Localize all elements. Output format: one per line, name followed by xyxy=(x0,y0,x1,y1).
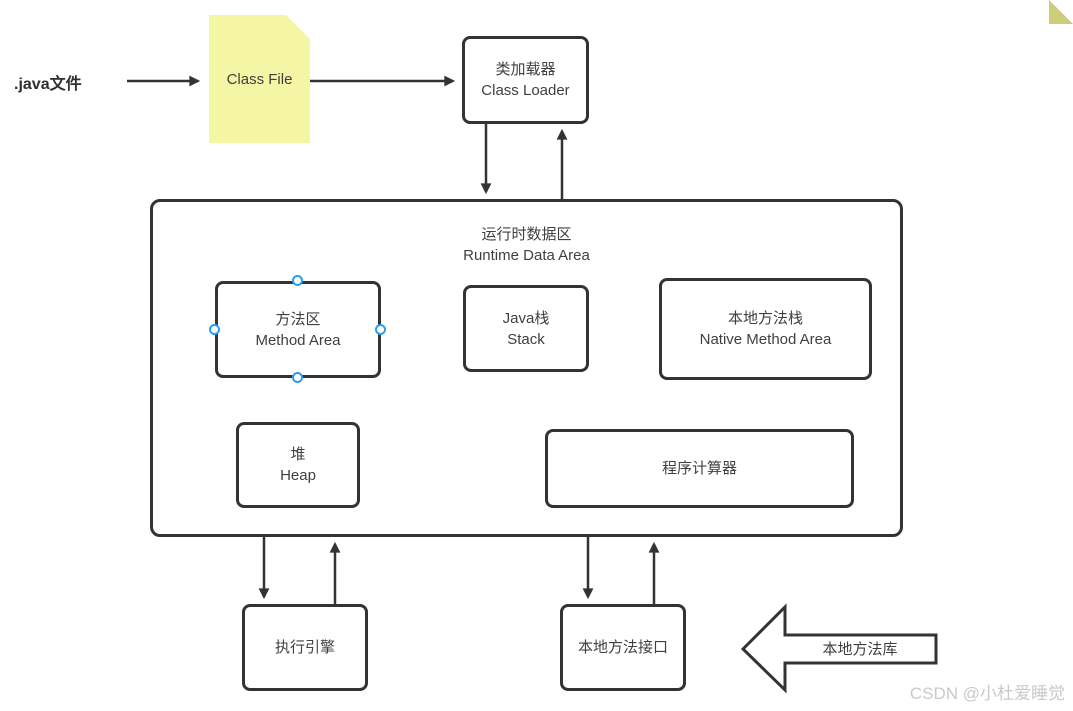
java-stack-label-en: Stack xyxy=(507,330,545,348)
program-counter-label: 程序计算器 xyxy=(661,460,737,477)
native-method-interface-box: 本地方法接口 xyxy=(560,604,686,691)
execution-engine-box: 执行引擎 xyxy=(242,604,368,691)
runtime-data-area-label-zh: 运行时数据区 xyxy=(481,226,572,243)
java-stack-label-zh: Java栈 xyxy=(502,309,550,327)
native-method-library-label: 本地方法库 xyxy=(822,641,898,658)
native-method-stack-label-zh: 本地方法栈 xyxy=(727,310,803,327)
method-area-label-en: Method Area xyxy=(255,331,341,349)
connection-handle-left xyxy=(209,324,220,335)
class-loader-label-zh: 类加载器 xyxy=(495,61,556,78)
connection-handle-top xyxy=(292,275,303,286)
class-loader-label-en: Class Loader xyxy=(481,82,570,99)
heap-label-en: Heap xyxy=(280,467,316,484)
native-method-stack-box: 本地方法栈 Native Method Area xyxy=(659,278,872,380)
heap-label-zh: 堆 xyxy=(290,446,306,463)
connection-handle-right xyxy=(375,324,386,335)
method-area-box: 方法区 Method Area xyxy=(215,281,381,378)
program-counter-box: 程序计算器 xyxy=(545,429,854,508)
native-method-interface-label: 本地方法接口 xyxy=(577,639,668,656)
java-stack-box: Java栈 Stack xyxy=(463,285,589,372)
native-method-stack-label-en: Native Method Area xyxy=(699,331,832,348)
java-file-label: .java文件 xyxy=(14,76,82,93)
execution-engine-label: 执行引擎 xyxy=(274,639,335,656)
method-area-label-zh: 方法区 xyxy=(275,310,321,328)
csdn-watermark: CSDN @小杜爱睡觉 xyxy=(909,684,1065,703)
class-loader-box: 类加载器 Class Loader xyxy=(462,36,589,124)
class-file-label: Class File xyxy=(226,70,293,88)
runtime-data-area-label-en: Runtime Data Area xyxy=(463,247,590,264)
native-library-block-arrow xyxy=(740,603,938,694)
runtime-data-area-title: 运行时数据区 Runtime Data Area xyxy=(153,224,900,266)
class-file-note: Class File xyxy=(209,15,310,143)
heap-box: 堆 Heap xyxy=(236,422,360,508)
connection-handle-bottom xyxy=(292,372,303,383)
